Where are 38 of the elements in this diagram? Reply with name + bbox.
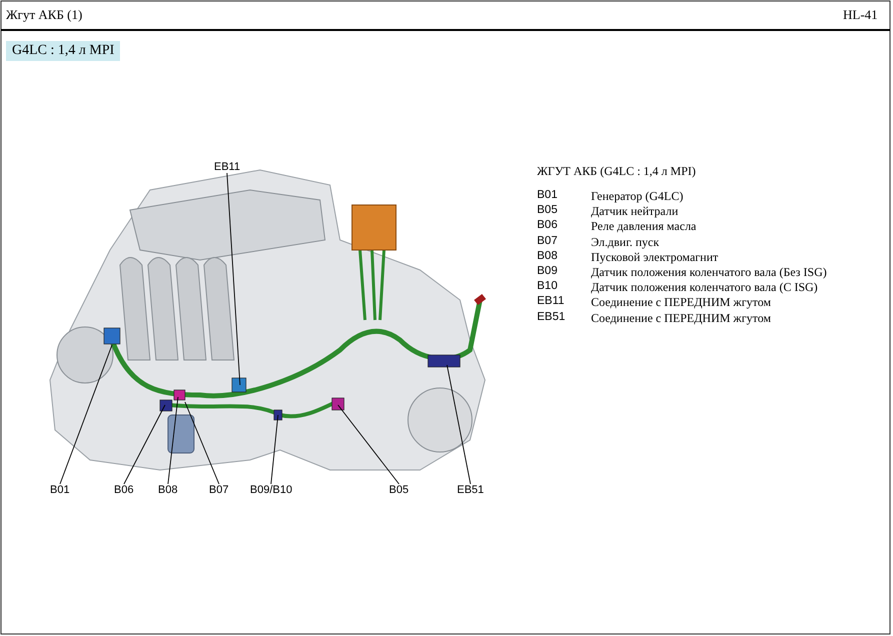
part-description: Датчик положения коленчатого вала (С ISG): [591, 280, 818, 296]
part-code: EB51: [537, 310, 566, 323]
callout-number: B09/B10: [250, 484, 292, 496]
part-code: B08: [537, 250, 558, 262]
leader-line: [226, 172, 240, 386]
leader-line: [338, 404, 400, 484]
callout-number: B08: [158, 484, 178, 496]
part-description: Соединение с ПЕРЕДНИМ жгутом: [591, 295, 771, 310]
leader-line: [168, 396, 178, 484]
part-description: Пусковой электромагнит: [591, 250, 718, 265]
leader-line: [124, 404, 166, 484]
part-code: EB11: [537, 295, 564, 308]
part-code: B01: [537, 189, 558, 201]
part-code: B07: [537, 234, 558, 247]
part-description: Датчик положения коленчатого вала (Без ISG): [591, 265, 827, 280]
callout-number: B05: [389, 484, 409, 496]
part-code: B06: [537, 219, 558, 232]
callout-number: B07: [209, 484, 229, 496]
part-code: B09: [537, 265, 558, 277]
part-description: Эл.двиг. пуск: [591, 234, 660, 250]
table-heading: ЖГУТ АКБ (G4LC : 1,4 л MPI): [537, 164, 696, 179]
leader-line: [184, 402, 220, 484]
part-description: Соединение с ПЕРЕДНИМ жгутом: [591, 310, 771, 326]
part-code: B10: [537, 280, 558, 292]
header-title: Жгут АКБ (1): [6, 7, 82, 23]
callout-number: EB11: [214, 161, 240, 173]
callout-number: B01: [50, 484, 70, 496]
part-description: Датчик нейтрали: [591, 204, 678, 220]
leader-line: [60, 344, 112, 484]
part-description: Генератор (G4LC): [591, 189, 684, 204]
leader-line: [446, 364, 471, 484]
callout-number: B06: [114, 484, 134, 496]
engine-label: G4LC : 1,4 л MPI: [6, 41, 120, 61]
callout-number: EB51: [457, 484, 484, 496]
part-code: B05: [537, 204, 558, 216]
leader-line: [270, 414, 278, 484]
page-number: HL-41: [843, 7, 878, 23]
part-description: Реле давления масла: [591, 219, 696, 234]
